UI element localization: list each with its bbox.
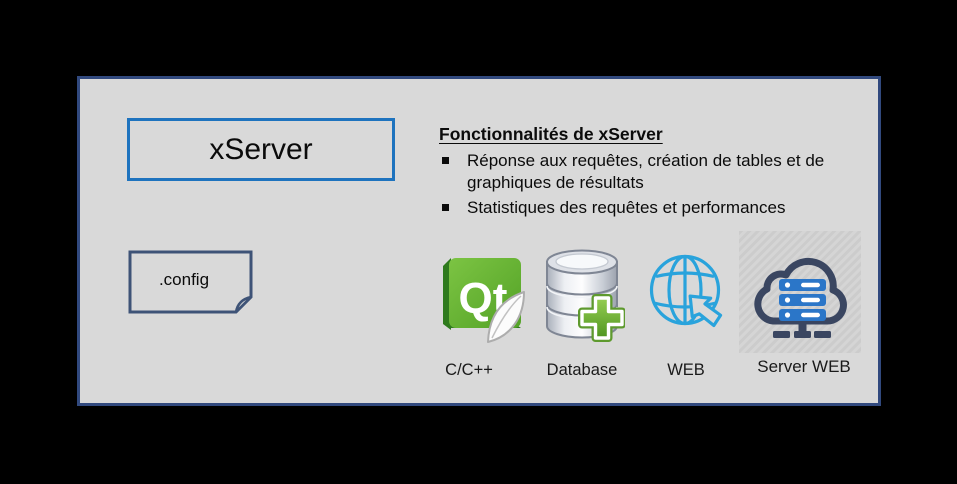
feature-line: Réponse aux requêtes, création de tables… bbox=[467, 151, 825, 170]
feature-text: Réponse aux requêtes, création de tables… bbox=[467, 150, 824, 193]
list-item: Statistiques des requêtes et performance… bbox=[439, 197, 871, 219]
config-shape: .config bbox=[128, 250, 253, 315]
feature-text: Statistiques des requêtes et performance… bbox=[467, 197, 785, 219]
qt-logo-icon: Qt bbox=[443, 258, 525, 343]
feature-line: graphiques de résultats bbox=[467, 172, 644, 192]
label-server-web: Server WEB bbox=[757, 357, 851, 376]
server-rack-icon bbox=[773, 279, 831, 338]
folded-corner-icon bbox=[128, 250, 253, 314]
config-label: .config bbox=[158, 270, 210, 289]
list-item: Réponse aux requêtes, création de tables… bbox=[439, 150, 871, 193]
xserver-label: xServer bbox=[209, 132, 313, 166]
web-globe-icon bbox=[649, 254, 723, 328]
label-database: Database bbox=[546, 361, 618, 379]
label-web: WEB bbox=[667, 361, 705, 379]
cursor-arrow-icon bbox=[688, 294, 723, 328]
features-title: Fonctionnalités de xServer bbox=[439, 124, 663, 144]
xserver-box: xServer bbox=[127, 118, 395, 181]
cloud-server-icon bbox=[739, 231, 861, 353]
main-panel: xServer .config Fonctionnalités de xServ… bbox=[77, 76, 881, 406]
label-cpp: C/C++ bbox=[445, 361, 493, 379]
plus-icon bbox=[578, 294, 625, 342]
feature-line: Statistiques des requêtes et performance… bbox=[467, 198, 786, 217]
database-icon bbox=[546, 249, 625, 342]
bullet-icon bbox=[442, 204, 449, 211]
bullet-icon bbox=[442, 157, 449, 164]
features-block: Fonctionnalités de xServer Réponse aux r… bbox=[439, 123, 871, 219]
